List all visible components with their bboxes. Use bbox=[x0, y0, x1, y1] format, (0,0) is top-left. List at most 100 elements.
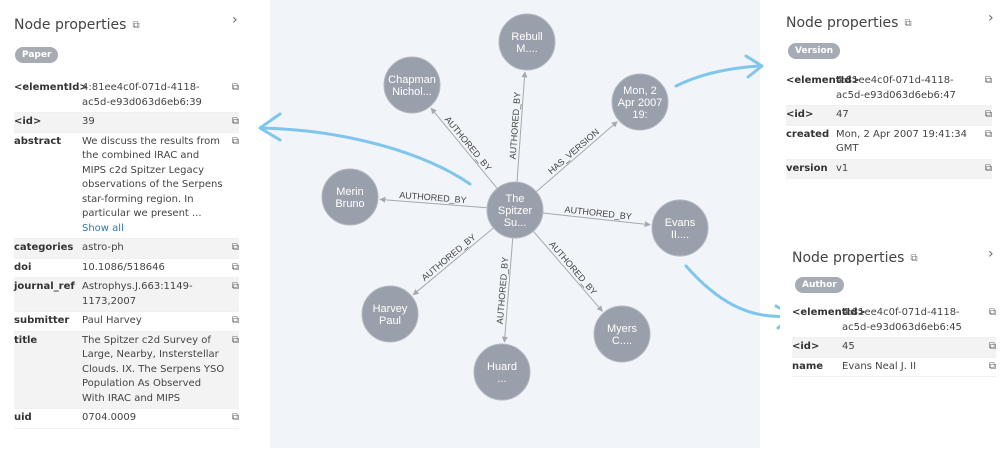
copy-icon[interactable]: ⧉ bbox=[904, 17, 912, 29]
node-center[interactable]: TheSpitzerSu... bbox=[486, 181, 544, 239]
label-badge[interactable]: Version bbox=[788, 43, 841, 59]
property-value-text: Astrophys.J.663:1149-1173,2007 bbox=[82, 281, 193, 307]
property-value-text: 0704.0009 bbox=[82, 412, 137, 423]
node-label: Spitzer bbox=[498, 205, 533, 217]
edge-myers[interactable]: AUTHORED_BY bbox=[532, 230, 603, 312]
property-value: The Spitzer c2d Survey of Large, Nearby,… bbox=[82, 334, 225, 407]
label-badge[interactable]: Paper bbox=[15, 47, 59, 63]
edge-line[interactable] bbox=[535, 121, 618, 193]
property-value-text: 39 bbox=[82, 116, 95, 127]
copy-icon[interactable]: ⧉ bbox=[231, 412, 239, 423]
node-label: Nichol... bbox=[392, 86, 432, 98]
node-label: Myers bbox=[607, 323, 637, 335]
node-circle[interactable] bbox=[361, 285, 419, 343]
show-all-link[interactable]: Show all bbox=[82, 222, 124, 234]
edge-line[interactable] bbox=[516, 71, 528, 183]
property-key: title bbox=[14, 334, 38, 346]
chevron-right-icon[interactable]: › bbox=[232, 12, 238, 28]
property-key: <id> bbox=[786, 109, 814, 120]
node-label: M.... bbox=[516, 43, 537, 55]
label-badge[interactable]: Author bbox=[795, 277, 844, 293]
panel-title: Node properties ⧉ bbox=[792, 250, 918, 266]
copy-icon[interactable]: ⧉ bbox=[984, 128, 992, 140]
property-key: journal_ref bbox=[14, 281, 75, 292]
property-key: <id> bbox=[792, 341, 820, 352]
copy-icon[interactable]: ⧉ bbox=[910, 252, 918, 264]
copy-icon[interactable]: ⧉ bbox=[988, 360, 996, 372]
copy-icon[interactable]: ⧉ bbox=[231, 281, 239, 292]
node-circle[interactable] bbox=[383, 56, 441, 114]
chevron-right-icon[interactable]: › bbox=[988, 246, 994, 262]
property-row: journal_ref Astrophys.J.663:1149-1173,200… bbox=[14, 278, 239, 312]
edge-label: AUTHORED_BY bbox=[443, 114, 494, 172]
node-circle[interactable] bbox=[593, 305, 651, 363]
copy-icon[interactable]: ⧉ bbox=[988, 341, 996, 352]
copy-icon[interactable]: ⧉ bbox=[231, 82, 239, 93]
node-label: Harvey bbox=[373, 303, 408, 315]
property-value: 4:81ee4c0f-071d-4118-ac5d-e93d063d6eb6:4… bbox=[836, 74, 978, 103]
copy-icon[interactable]: ⧉ bbox=[988, 307, 996, 318]
property-value-text: We discuss the results from the combined… bbox=[82, 135, 223, 220]
edge-line[interactable] bbox=[542, 212, 651, 228]
edge-harvey[interactable]: AUTHORED_BY bbox=[412, 227, 494, 296]
edge-line[interactable] bbox=[532, 230, 603, 312]
copy-icon[interactable]: ⧉ bbox=[984, 75, 992, 86]
copy-icon[interactable]: ⧉ bbox=[231, 261, 239, 273]
property-row: <elementId>4:81ee4c0f-071d-4118-ac5d-e93… bbox=[14, 79, 239, 113]
property-value-text: v1 bbox=[836, 162, 849, 174]
node-circle[interactable] bbox=[486, 181, 544, 239]
edge-line[interactable] bbox=[501, 237, 514, 343]
property-row: <id>39⧉ bbox=[14, 113, 239, 133]
edge-label: HAS_VERSION bbox=[546, 127, 601, 176]
node-circle[interactable] bbox=[498, 13, 556, 71]
copy-icon[interactable]: ⧉ bbox=[231, 116, 239, 127]
node-circle[interactable] bbox=[611, 73, 669, 131]
node-evans[interactable]: EvansII.... bbox=[651, 199, 709, 257]
node-circle[interactable] bbox=[473, 343, 531, 401]
edge-huard[interactable]: AUTHORED_BY bbox=[495, 237, 514, 343]
copy-icon[interactable]: ⧉ bbox=[231, 334, 239, 346]
edge-chapman[interactable]: AUTHORED_BY bbox=[430, 107, 498, 189]
node-circle[interactable] bbox=[651, 199, 709, 257]
copy-icon[interactable]: ⧉ bbox=[132, 19, 140, 31]
copy-icon[interactable]: ⧉ bbox=[231, 315, 239, 326]
property-row: <id>47⧉ bbox=[786, 106, 992, 126]
edge-evans[interactable]: AUTHORED_BY bbox=[542, 204, 651, 228]
panel-title-text: Node properties bbox=[14, 17, 127, 33]
node-huard[interactable]: Huard... bbox=[473, 343, 531, 401]
copy-icon[interactable]: ⧉ bbox=[984, 109, 992, 120]
node-label: Huard bbox=[487, 361, 517, 373]
copy-icon[interactable]: ⧉ bbox=[231, 242, 239, 253]
edge-merin[interactable]: AUTHORED_BY bbox=[379, 190, 488, 209]
node-myers[interactable]: MyersC.... bbox=[593, 305, 651, 363]
copy-icon[interactable]: ⧉ bbox=[984, 162, 992, 174]
edge-version[interactable]: HAS_VERSION bbox=[535, 121, 618, 193]
properties-table: <elementId>4:81ee4c0f-071d-4118-ac5d-e93… bbox=[14, 79, 239, 429]
chevron-right-icon[interactable]: › bbox=[988, 10, 994, 26]
property-value: Mon, 2 Apr 2007 19:41:34 GMT bbox=[836, 128, 978, 157]
edge-line[interactable] bbox=[430, 107, 498, 189]
node-chapman[interactable]: ChapmanNichol... bbox=[383, 56, 441, 114]
node-rebull[interactable]: RebullM.... bbox=[498, 13, 556, 71]
property-key: <elementId> bbox=[14, 82, 88, 93]
node-label: Apr 2007 bbox=[618, 97, 663, 109]
edge-rebull[interactable]: AUTHORED_BY bbox=[508, 71, 528, 183]
panel-title: Node properties ⧉ bbox=[14, 17, 140, 33]
property-key: version bbox=[786, 162, 828, 174]
property-row: title The Spitzer c2d Survey of Large, Ne… bbox=[14, 331, 239, 409]
copy-icon[interactable]: ⧉ bbox=[231, 135, 239, 147]
property-value: We discuss the results from the combined… bbox=[82, 135, 225, 237]
property-key: created bbox=[786, 128, 830, 140]
edge-line[interactable] bbox=[412, 227, 494, 296]
edge-line[interactable] bbox=[379, 196, 488, 209]
property-key: <elementId> bbox=[786, 75, 860, 86]
property-key: abstract bbox=[14, 135, 62, 147]
property-value-text: 4:81ee4c0f-071d-4118-ac5d-e93d063d6eb6:4… bbox=[836, 75, 956, 101]
